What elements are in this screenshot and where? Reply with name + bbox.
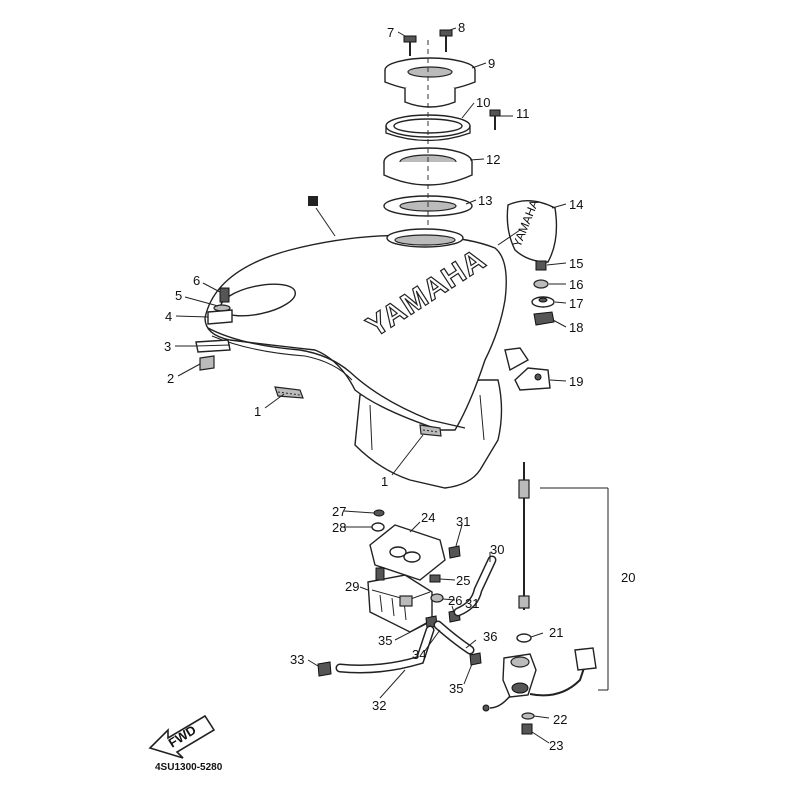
cap-assembly-9 [384, 57, 476, 108]
sender-unit [482, 647, 597, 712]
bolt-23 [521, 723, 533, 735]
bolt-6 [219, 287, 230, 303]
nut-18 [533, 311, 555, 326]
callout-18: 18 [569, 320, 583, 335]
callout-36: 36 [483, 629, 497, 644]
spacer-2 [199, 355, 215, 371]
washer-22 [521, 712, 535, 720]
callout-31b: 31 [465, 596, 479, 611]
callout-17: 17 [569, 296, 583, 311]
callout-35a: 35 [378, 633, 392, 648]
callout-25: 25 [456, 573, 470, 588]
callout-35b: 35 [449, 681, 463, 696]
bracket-19 [514, 367, 551, 391]
callout-7: 7 [387, 25, 394, 40]
fuel-tank: YAMAHA [204, 228, 530, 489]
callout-9: 9 [488, 56, 495, 71]
bolt-25 [429, 574, 441, 583]
forward-arrow-icon: FWD [148, 714, 216, 759]
damper-1a [274, 386, 304, 399]
screw-11 [489, 109, 501, 130]
callout-3: 3 [164, 339, 171, 354]
callout-20: 20 [621, 570, 635, 585]
washer-27 [373, 509, 385, 517]
callout-10: 10 [476, 95, 490, 110]
callout-6: 6 [193, 273, 200, 288]
assembly-marker [308, 196, 318, 206]
callout-1b: 1 [381, 474, 388, 489]
cover-24 [369, 524, 446, 581]
hose-30 [453, 555, 497, 617]
callout-30: 30 [490, 542, 504, 557]
callout-8: 8 [458, 20, 465, 35]
callout-21: 21 [549, 625, 563, 640]
emblem-14: YAMAHA [506, 198, 558, 263]
damper-1b [419, 424, 442, 437]
diagram-code: 4SU1300-5280 [155, 762, 223, 773]
callout-4: 4 [165, 309, 172, 324]
callout-5: 5 [175, 288, 182, 303]
fuel-pump-29 [367, 567, 433, 633]
callout-14: 14 [569, 197, 583, 212]
callout-33: 33 [290, 652, 304, 667]
callout-34: 34 [412, 647, 426, 662]
callout-1a: 1 [254, 404, 261, 419]
callout-24: 24 [421, 510, 435, 525]
callout-31a: 31 [456, 514, 470, 529]
callout-28: 28 [332, 520, 346, 535]
callout-numbers: 7 8 9 10 11 12 13 14 15 16 17 18 19 6 5 … [164, 20, 635, 753]
callout-13: 13 [478, 193, 492, 208]
callout-11: 11 [516, 106, 530, 121]
sender-rod-20 [518, 462, 609, 691]
callout-29: 29 [345, 579, 359, 594]
callout-27: 27 [332, 504, 346, 519]
callout-32: 32 [372, 698, 386, 713]
collar-26 [430, 593, 444, 603]
callout-15: 15 [569, 256, 583, 271]
clip-33 [317, 661, 332, 677]
leader-lines [175, 27, 567, 744]
callout-12: 12 [486, 152, 500, 167]
hose-32 [335, 625, 435, 674]
o-ring-21 [516, 633, 532, 643]
damper-3 [195, 339, 231, 353]
collar-16 [533, 279, 549, 289]
clip-35b [469, 652, 482, 666]
damper-17 [531, 296, 555, 308]
clip-31a [448, 545, 461, 559]
callout-19: 19 [569, 374, 583, 389]
bolt-7 [403, 35, 417, 56]
seal-ring-10 [385, 114, 471, 142]
callout-23: 23 [549, 738, 563, 753]
callout-2: 2 [167, 371, 174, 386]
bolt-15 [535, 260, 547, 271]
bolt-8 [439, 29, 453, 52]
hose-34 [433, 620, 475, 655]
callout-16: 16 [569, 277, 583, 292]
callout-26: 26 [448, 593, 462, 608]
washer-28 [371, 522, 385, 532]
damper-4 [207, 309, 233, 325]
callout-22: 22 [553, 712, 567, 727]
